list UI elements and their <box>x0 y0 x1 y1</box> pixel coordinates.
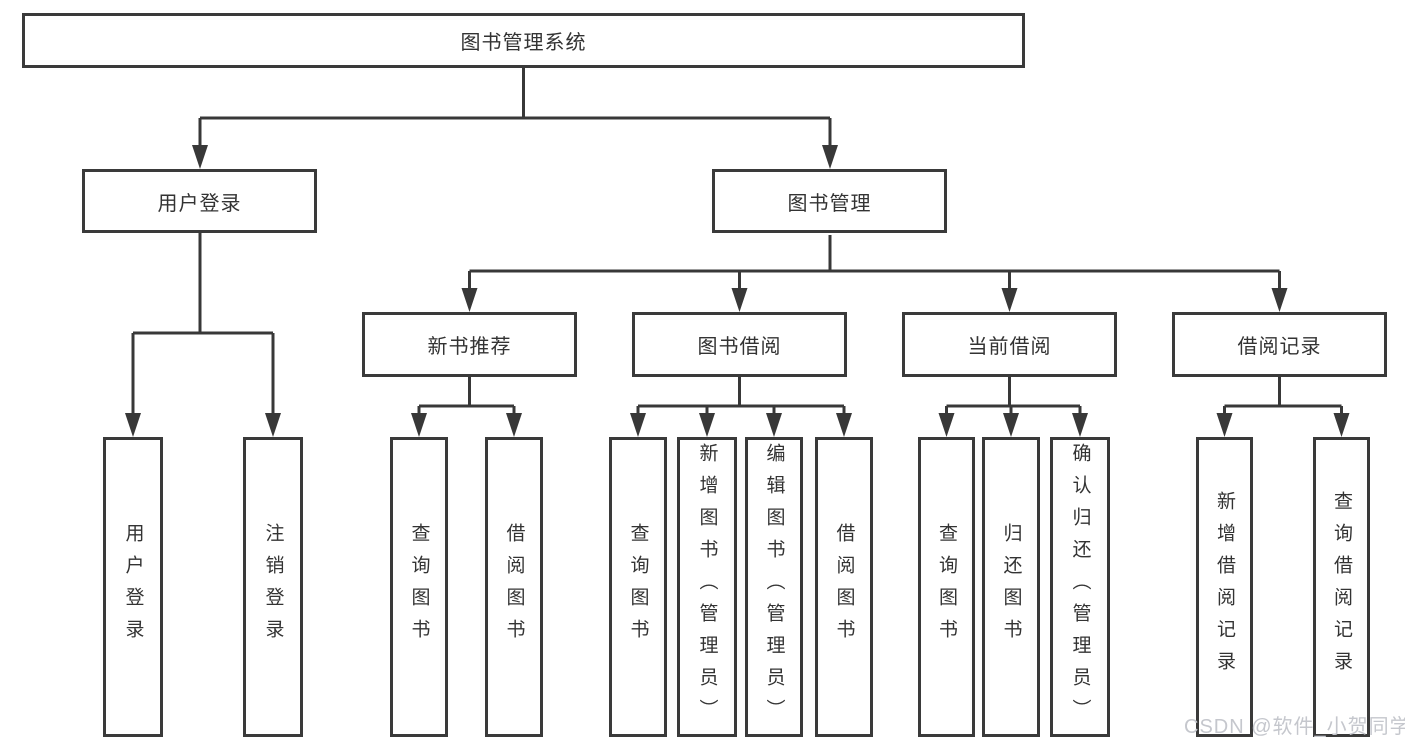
node-user-login: 用户登录 <box>82 169 317 233</box>
node-label: 查询图书 <box>936 523 957 651</box>
node-label: 查询借阅记录 <box>1331 491 1352 683</box>
leaf-borrow-books-recommend: 借阅图书 <box>485 437 543 737</box>
node-label: 确认归还（管理员） <box>1069 443 1091 731</box>
leaf-query-books-recommend: 查询图书 <box>390 437 448 737</box>
node-label: 图书管理系统 <box>460 32 587 54</box>
node-label: 新增借阅记录 <box>1214 491 1235 683</box>
leaf-borrow-books: 借阅图书 <box>815 437 873 737</box>
node-label: 查询图书 <box>627 523 649 651</box>
leaf-add-borrow-record: 新增借阅记录 <box>1196 437 1253 737</box>
leaf-query-books-current: 查询图书 <box>918 437 975 737</box>
node-book-management: 图书管理 <box>712 169 947 233</box>
node-label: 新增图书（管理员） <box>696 443 718 731</box>
leaf-user-login: 用户登录 <box>103 437 163 737</box>
node-label: 当前借阅 <box>967 336 1052 358</box>
node-label: 用户登录 <box>122 523 144 651</box>
leaf-edit-books-admin: 编辑图书（管理员） <box>745 437 803 737</box>
node-label: 图书管理 <box>787 192 872 215</box>
node-label: 注销登录 <box>262 523 284 651</box>
leaf-query-books-borrow: 查询图书 <box>609 437 667 737</box>
leaf-confirm-return-admin: 确认归还（管理员） <box>1050 437 1110 737</box>
node-label: 用户登录 <box>157 192 242 215</box>
node-new-book-recommend: 新书推荐 <box>362 312 577 377</box>
node-label: 新书推荐 <box>427 336 512 358</box>
leaf-add-books-admin: 新增图书（管理员） <box>677 437 737 737</box>
node-library-system: 图书管理系统 <box>22 13 1025 68</box>
node-label: 借阅图书 <box>503 523 525 651</box>
node-label: 借阅图书 <box>833 523 855 651</box>
node-label: 编辑图书（管理员） <box>763 443 785 731</box>
node-label: 归还图书 <box>1000 523 1022 651</box>
leaf-query-borrow-record: 查询借阅记录 <box>1313 437 1370 737</box>
node-label: 查询图书 <box>408 523 430 651</box>
csdn-watermark: CSDN @软件_小贺同学 <box>1184 716 1405 738</box>
leaf-logout: 注销登录 <box>243 437 303 737</box>
node-current-borrow: 当前借阅 <box>902 312 1117 377</box>
node-label: 图书借阅 <box>697 336 782 358</box>
node-book-borrow: 图书借阅 <box>632 312 847 377</box>
arrowhead-icons <box>125 145 1350 437</box>
node-label: 借阅记录 <box>1237 336 1322 358</box>
leaf-return-books: 归还图书 <box>982 437 1040 737</box>
node-borrow-records: 借阅记录 <box>1172 312 1387 377</box>
